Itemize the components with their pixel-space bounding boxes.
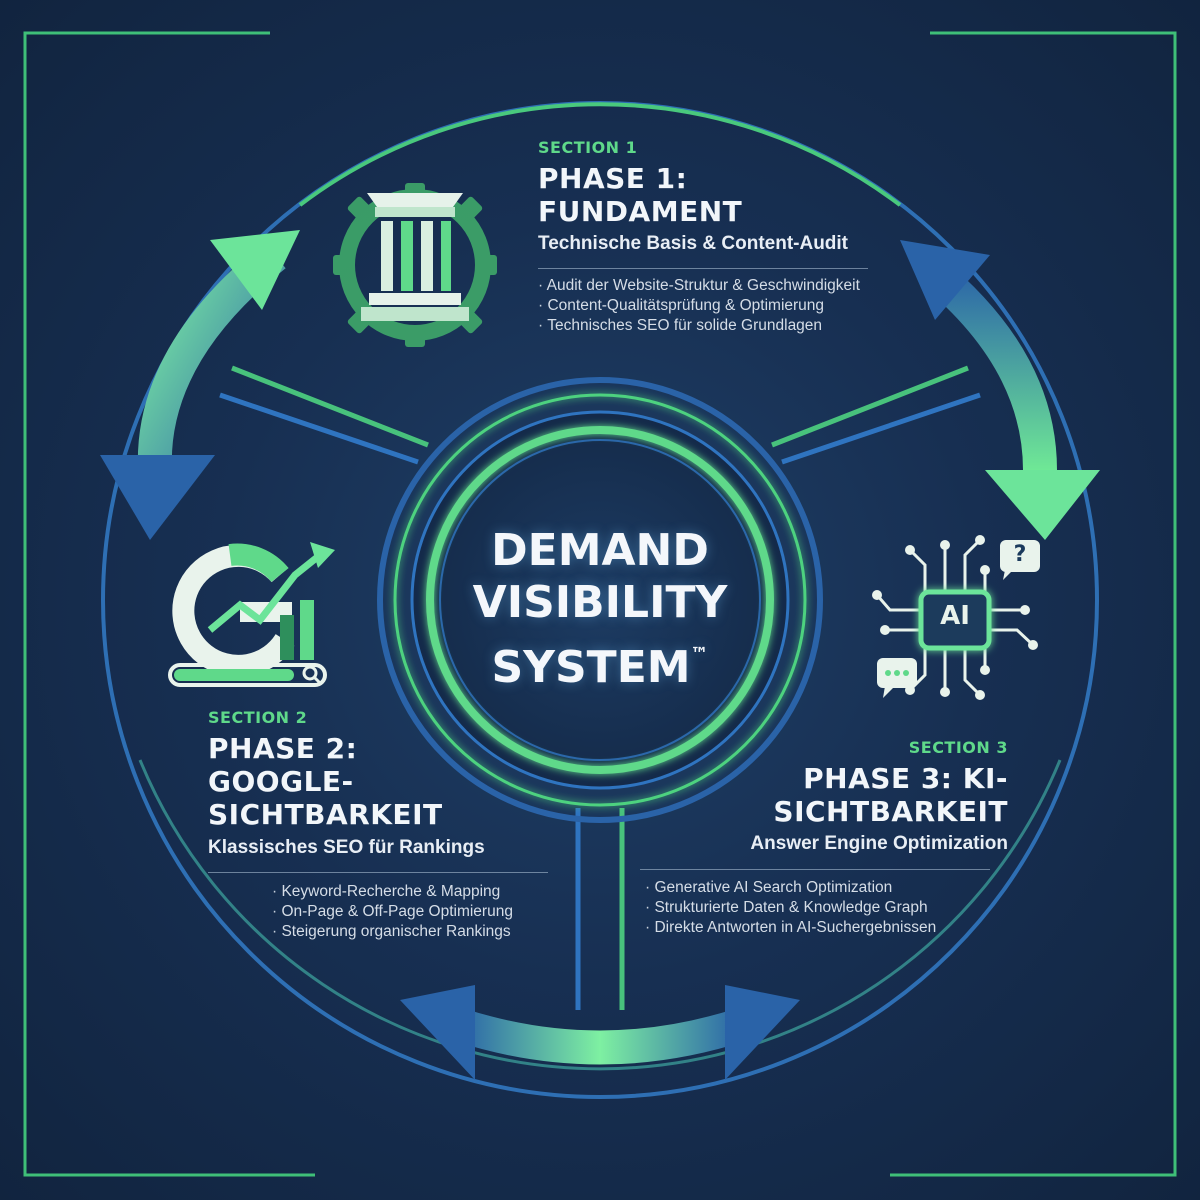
google-growth-search-icon bbox=[168, 542, 335, 687]
phase-2-title: PHASE 2: GOOGLE- SICHTBARKEIT bbox=[208, 732, 443, 831]
phase-3-section-label: SECTION 3 bbox=[908, 738, 1008, 757]
phase-3-title-line-2: SICHTBARKEIT bbox=[773, 795, 1008, 828]
phase-3-title-line-1: PHASE 3: KI- bbox=[803, 762, 1008, 795]
phase-2-subtitle: Klassisches SEO für Rankings bbox=[208, 837, 485, 858]
phase-2-divider bbox=[208, 872, 548, 873]
spokes bbox=[219, 365, 981, 1010]
phase-1-title-line-2: FUNDAMENT bbox=[538, 195, 743, 228]
ai-chip-label: AI bbox=[940, 601, 970, 631]
phase-1-title-line-1: PHASE 1: bbox=[538, 162, 688, 195]
frame-lines bbox=[23, 31, 1177, 1177]
pillar-gear-icon bbox=[333, 183, 497, 347]
phase-3-bullet: Direkte Antworten in AI-Suchergebnissen bbox=[645, 918, 936, 938]
arrow-right bbox=[900, 240, 1100, 540]
center-title-line-1: DEMAND bbox=[491, 525, 709, 576]
phase-1-bullets: Audit der Website-Struktur & Geschwindig… bbox=[538, 276, 860, 336]
phase-3-bullet: Strukturierte Daten & Knowledge Graph bbox=[645, 898, 936, 918]
ai-chip-chat-icon bbox=[872, 535, 1040, 700]
arrow-left bbox=[100, 230, 300, 540]
phase-3-bullets: Generative AI Search Optimization Strukt… bbox=[645, 878, 936, 938]
phase-2-section-label: SECTION 2 bbox=[208, 708, 308, 727]
arrow-bottom bbox=[400, 985, 800, 1080]
phase-1-divider bbox=[538, 268, 868, 269]
phase-1-section-label: SECTION 1 bbox=[538, 138, 638, 157]
center-title-line-3: SYSTEM™ bbox=[491, 642, 709, 693]
phase-2-bullets: Keyword-Recherche & Mapping On-Page & Of… bbox=[272, 882, 513, 942]
phase-3-title: PHASE 3: KI- SICHTBARKEIT bbox=[708, 762, 1008, 828]
phase-2-title-line-2: GOOGLE- bbox=[208, 765, 354, 798]
trademark-symbol: ™ bbox=[690, 644, 709, 665]
phase-1-bullet: Audit der Website-Struktur & Geschwindig… bbox=[538, 276, 860, 296]
phase-2-bullet: Keyword-Recherche & Mapping bbox=[272, 882, 513, 902]
question-mark: ? bbox=[1013, 542, 1027, 567]
outer-ring-green-arc-bottom bbox=[138, 759, 1062, 1071]
phase-1-subtitle: Technische Basis & Content-Audit bbox=[538, 233, 849, 254]
phase-2-title-line-3: SICHTBARKEIT bbox=[208, 798, 443, 831]
phase-2-bullet: On-Page & Off-Page Optimierung bbox=[272, 902, 512, 922]
center-title: DEMAND VISIBILITY SYSTEM™ bbox=[420, 525, 780, 694]
center-hub bbox=[377, 377, 823, 823]
phase-2-title-line-1: PHASE 2: bbox=[208, 732, 358, 765]
phase-3-subtitle: Answer Engine Optimization bbox=[750, 833, 1008, 854]
phase-2-bullet: Steigerung organischer Rankings bbox=[272, 922, 513, 942]
phase-1-title: PHASE 1: FUNDAMENT bbox=[538, 162, 742, 228]
phase-3-bullet: Generative AI Search Optimization bbox=[645, 878, 936, 898]
phase-3-divider bbox=[640, 869, 990, 870]
phase-1-bullet: Technisches SEO für solide Grundlagen bbox=[538, 316, 860, 336]
phase-1-bullet: Content-Qualitätsprüfung & Optimierung bbox=[538, 296, 860, 316]
center-title-line-2: VISIBILITY bbox=[472, 577, 728, 628]
outer-ring-green-arc bbox=[298, 102, 902, 207]
